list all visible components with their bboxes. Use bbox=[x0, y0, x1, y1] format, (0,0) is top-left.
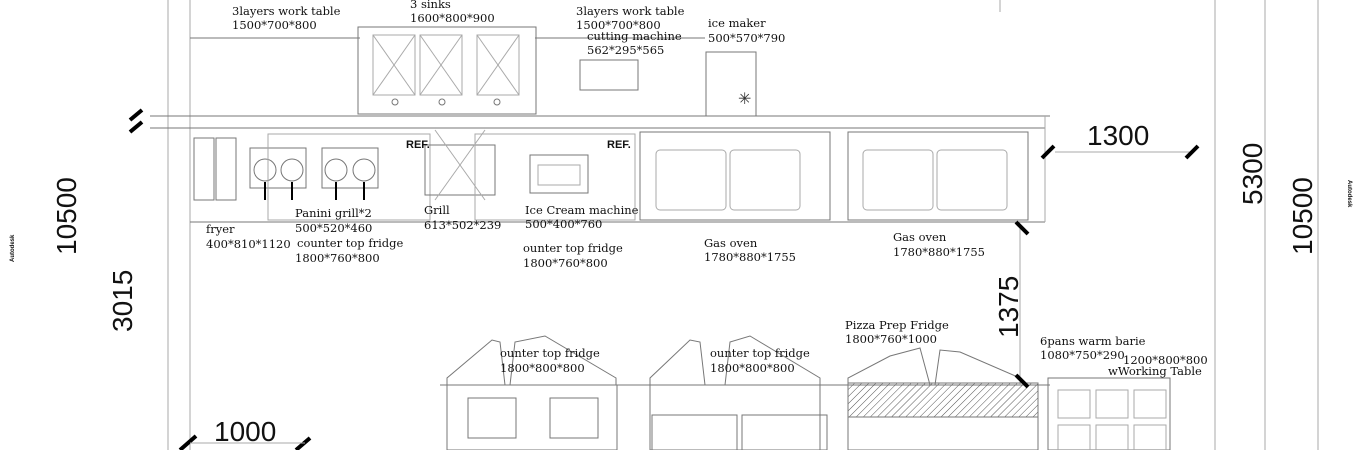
equipment-size: 1800*760*800 bbox=[523, 256, 608, 270]
equipment-name: 3layers work table bbox=[576, 4, 685, 18]
equipment-size: 1780*880*1755 bbox=[704, 250, 796, 264]
equipment-name: Gas oven bbox=[704, 236, 758, 250]
equipment-size: 1080*750*290 bbox=[1040, 348, 1125, 362]
equipment-size: 562*295*565 bbox=[587, 43, 664, 57]
equipment-size: 1500*700*800 bbox=[232, 18, 317, 32]
dimension-top-right: 1300 bbox=[1087, 120, 1149, 151]
cutting-machine-shape bbox=[579, 59, 639, 91]
three-sinks bbox=[357, 26, 537, 115]
ref-label: REF. bbox=[607, 139, 631, 151]
dimension-left-total: 10500 bbox=[51, 177, 82, 255]
watermark: Autodesk bbox=[1346, 180, 1352, 208]
warm-barie-shape bbox=[1047, 377, 1171, 450]
grill-shape bbox=[424, 129, 496, 201]
equipment-size: 500*520*460 bbox=[295, 221, 372, 235]
dimension-bottom-left: 1000 bbox=[214, 416, 276, 447]
dimension-right-inner: 5300 bbox=[1237, 143, 1268, 205]
equipment-size: 500*570*790 bbox=[708, 31, 785, 45]
equipment-size: 500*400*760 bbox=[525, 217, 602, 231]
equipment-size: 1780*880*1755 bbox=[893, 245, 985, 259]
equipment-size: 1800*800*800 bbox=[500, 361, 585, 375]
equipment-size: 1600*800*900 bbox=[410, 11, 495, 25]
bottom-fridges bbox=[446, 335, 1039, 450]
equipment-name: wWorking Table bbox=[1108, 364, 1202, 378]
equipment-name: ounter top fridge bbox=[710, 346, 810, 360]
equipment-name: 3 sinks bbox=[410, 0, 451, 11]
ice-cream-machine-shape bbox=[474, 133, 636, 221]
equipment-size: 1800*760*1000 bbox=[845, 332, 937, 346]
equipment-size: 1200*800*800 bbox=[1123, 353, 1208, 367]
equipment-labels: 3layers work table 1500*700*800 3 sinks … bbox=[206, 0, 1208, 378]
fryer-shape bbox=[193, 137, 237, 201]
equipment-name: ounter top fridge bbox=[500, 346, 600, 360]
equipment-name: fryer bbox=[206, 222, 235, 236]
equipment-size: 400*810*1120 bbox=[206, 237, 291, 251]
equipment-size: 1500*700*800 bbox=[576, 18, 661, 32]
equipment-name: 3layers work table bbox=[232, 4, 341, 18]
equipment-name: Pizza Prep Fridge bbox=[845, 318, 949, 332]
equipment-name: ounter top fridge bbox=[523, 241, 623, 255]
equipment-name: Panini grill*2 bbox=[295, 206, 372, 220]
equipment-name: Gas oven bbox=[893, 230, 947, 244]
dimension-vertical-mid: 1375 bbox=[993, 276, 1024, 338]
panini-grills bbox=[249, 133, 431, 221]
ice-maker-shape: ✳ bbox=[705, 51, 757, 117]
svg-text:✳: ✳ bbox=[738, 91, 751, 108]
dimension-labels: 10500 3015 5300 10500 1300 1375 1000 bbox=[51, 120, 1318, 447]
gas-ovens bbox=[639, 131, 1029, 221]
equipment-name: ice maker bbox=[708, 16, 766, 30]
equipment-name: counter top fridge bbox=[297, 236, 403, 250]
dimension-ticks bbox=[128, 108, 1200, 450]
equipment-size: 1800*760*800 bbox=[295, 251, 380, 265]
ref-label: REF. bbox=[406, 139, 430, 151]
equipment-name: Grill bbox=[424, 203, 450, 217]
dimension-right-total: 10500 bbox=[1287, 177, 1318, 255]
equipment-size: 613*502*239 bbox=[424, 218, 501, 232]
equipment-name: 6pans warm barie bbox=[1040, 334, 1146, 348]
equipment-name: cutting machine bbox=[587, 29, 682, 43]
watermark: Autodesk bbox=[10, 234, 16, 262]
equipment-name: Ice Cream machine bbox=[525, 203, 639, 217]
equipment-size: 1800*800*800 bbox=[710, 361, 795, 375]
dimension-left-sub: 3015 bbox=[107, 270, 138, 332]
